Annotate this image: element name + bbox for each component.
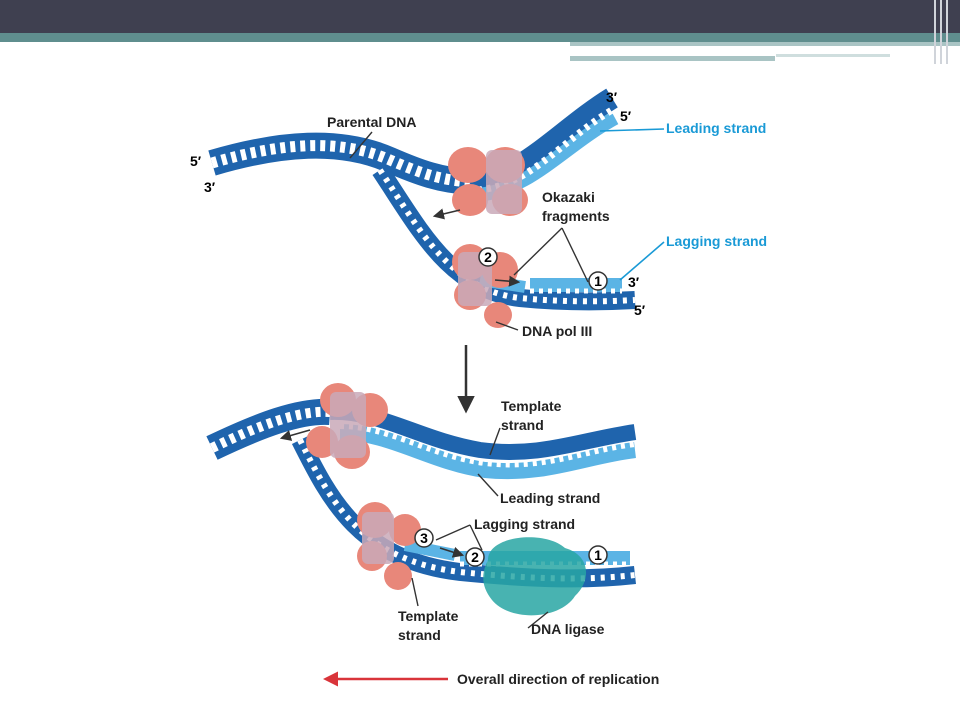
corner-stripe [940,0,942,64]
svg-text:1: 1 [594,547,602,563]
marker-1-bottom: 1 [588,545,608,565]
dna-pol-iii-leading [448,147,528,216]
label-leading-strand-bottom: Leading strand [500,490,600,506]
title-bar [0,0,960,33]
svg-text:2: 2 [471,549,479,565]
dna-pol-iii-bottom-lagging [357,502,421,590]
label-okazaki: Okazaki [542,189,595,205]
label-dna-pol-iii: DNA pol III [522,323,592,339]
dna-ligase [483,537,587,616]
label-lagging-strand: Lagging strand [666,233,767,249]
marker-1-top: 1 [588,271,608,291]
five-prime-end: 5′ [620,108,632,124]
svg-text:3: 3 [420,530,428,546]
accent-line [570,42,960,46]
five-prime-end: 5′ [190,153,202,169]
three-prime-end: 3′ [606,89,618,105]
accent-band [0,33,960,42]
leading-strand-new [339,424,636,480]
label-okazaki-fragments: fragments [542,208,610,224]
five-prime-end: 5′ [634,302,646,318]
template-strand-lower [291,435,636,588]
label-leading-strand: Leading strand [666,120,766,136]
label-lagging-strand-bottom: Lagging strand [474,516,575,532]
label-template-strand: strand [501,417,544,433]
svg-text:1: 1 [594,273,602,289]
three-prime-end: 3′ [628,274,640,290]
label-dna-ligase: DNA ligase [531,621,605,637]
svg-text:2: 2 [484,249,492,265]
label-template-bottom: Template [398,608,459,624]
marker-2-top: 2 [478,247,498,267]
accent-line [570,56,775,61]
marker-2-bottom: 2 [465,547,485,567]
top-fork [208,88,636,328]
label-overall-direction: Overall direction of replication [457,671,659,687]
corner-stripe [946,0,948,64]
accent-line [776,54,890,57]
dna-pol-iii-bottom-leading [306,383,388,469]
marker-3: 3 [414,528,434,548]
corner-stripe [934,0,936,64]
label-template: Template [501,398,562,414]
three-prime-end: 3′ [204,179,216,195]
label-template-strand-bottom: strand [398,627,441,643]
label-parental-dna: Parental DNA [327,114,416,130]
